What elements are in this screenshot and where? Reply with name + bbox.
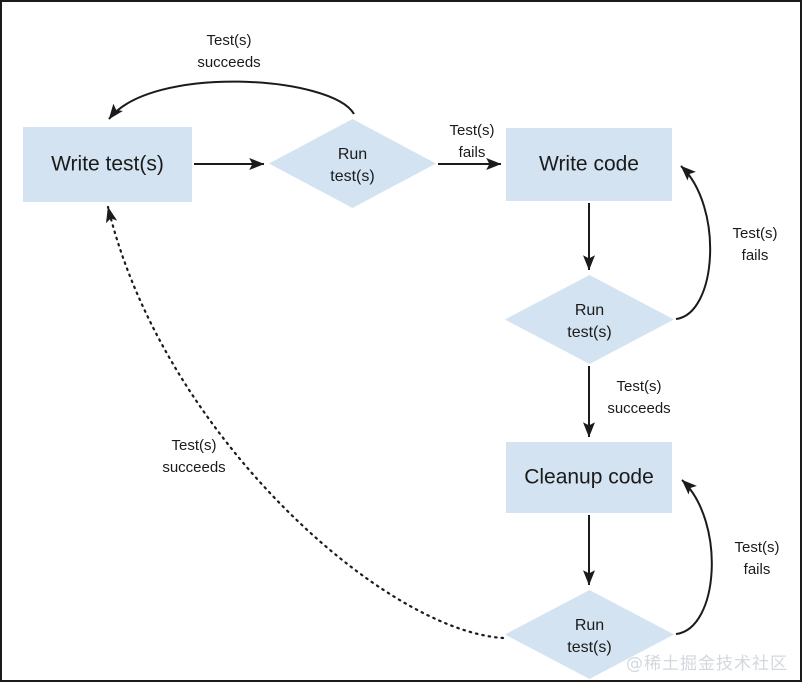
svg-text:fails: fails	[742, 247, 769, 264]
svg-text:Test(s): Test(s)	[207, 32, 252, 49]
node-run-tests-2[interactable]: Run test(s)	[505, 275, 674, 364]
node-run-tests-1-label-line2: test(s)	[330, 168, 374, 185]
edge-label-top-succeeds: Test(s) succeeds	[197, 32, 260, 71]
node-cleanup-code-label: Cleanup code	[524, 466, 654, 489]
node-run-tests-3[interactable]: Run test(s)	[505, 590, 674, 679]
edge-run-tests-2-fails-to-write-code	[675, 165, 712, 320]
edge-label-left-succeeds: Test(s) succeeds	[162, 437, 225, 476]
edge-run-tests-3-succeeds-to-write-tests	[106, 205, 505, 640]
svg-text:Test(s): Test(s)	[450, 122, 495, 139]
node-write-code-label: Write code	[539, 153, 639, 176]
edge-label-fails-to-code: Test(s) fails	[450, 122, 495, 161]
edge-label-cleanup-fails: Test(s) fails	[735, 539, 780, 578]
node-run-tests-2-label-line2: test(s)	[567, 324, 611, 341]
node-run-tests-3-label-line2: test(s)	[567, 639, 611, 656]
node-write-tests[interactable]: Write test(s)	[23, 127, 192, 202]
svg-text:Test(s): Test(s)	[172, 437, 217, 454]
node-run-tests-1-label-line1: Run	[338, 146, 367, 163]
svg-text:succeeds: succeeds	[607, 400, 670, 417]
svg-text:Test(s): Test(s)	[617, 378, 662, 395]
node-run-tests-1[interactable]: Run test(s)	[269, 119, 436, 208]
node-write-code[interactable]: Write code	[506, 128, 672, 201]
svg-text:Test(s): Test(s)	[735, 539, 780, 556]
watermark-text: @稀土掘金技术社区	[626, 654, 788, 674]
svg-text:Test(s): Test(s)	[733, 225, 778, 242]
node-cleanup-code[interactable]: Cleanup code	[506, 442, 672, 513]
node-run-tests-2-label-line1: Run	[575, 302, 604, 319]
svg-text:fails: fails	[744, 561, 771, 578]
edge-run-tests-1-succeeds-to-write-tests	[108, 80, 355, 120]
svg-text:succeeds: succeeds	[162, 459, 225, 476]
edge-label-code-fails: Test(s) fails	[733, 225, 778, 264]
svg-text:succeeds: succeeds	[197, 54, 260, 71]
edge-label-mid-succeeds: Test(s) succeeds	[607, 378, 670, 417]
edge-run-tests-3-fails-to-cleanup-code	[675, 479, 713, 635]
svg-text:fails: fails	[459, 144, 486, 161]
node-write-tests-label: Write test(s)	[51, 153, 164, 176]
node-run-tests-3-label-line1: Run	[575, 617, 604, 634]
